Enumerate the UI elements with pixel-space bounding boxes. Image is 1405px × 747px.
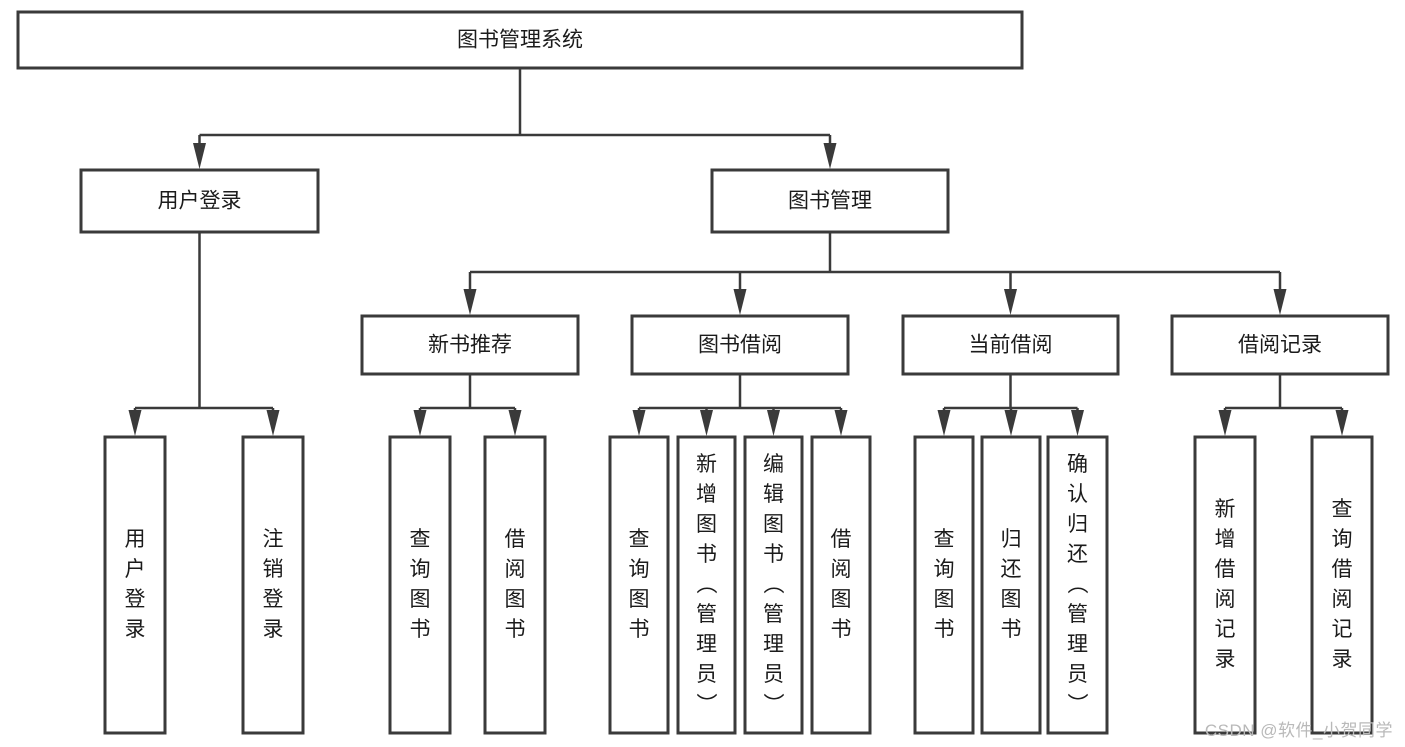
arrow-head-icon <box>1335 410 1349 436</box>
node-borrow-record[interactable]: 借阅记录 <box>1170 314 1390 376</box>
node-label-leaf-borrow-book-2: 借阅图书 <box>831 528 852 641</box>
node-box-leaf-borrow-book-1[interactable] <box>483 435 547 735</box>
node-box-leaf-user-login[interactable] <box>103 435 167 735</box>
node-leaf-add-book[interactable]: 新增图书（管理员） <box>676 435 737 735</box>
arrow-head-icon <box>733 289 747 315</box>
node-current-borrow[interactable]: 当前借阅 <box>901 314 1120 376</box>
connector-group-user-login <box>128 232 280 436</box>
node-box-book-borrow[interactable] <box>630 314 850 376</box>
connector-group-current-borrow <box>937 374 1084 436</box>
node-label-new-book-rec: 新书推荐 <box>428 334 512 357</box>
node-box-leaf-query-record[interactable] <box>1310 435 1374 735</box>
watermark: CSDN @软件_小贺同学 <box>1204 721 1393 740</box>
node-label-borrow-record: 借阅记录 <box>1238 334 1322 357</box>
node-label-leaf-borrow-book-1: 借阅图书 <box>505 528 526 641</box>
node-leaf-query-record[interactable]: 查询借阅记录 <box>1310 435 1374 735</box>
node-leaf-query-book-2[interactable]: 查询图书 <box>608 435 670 735</box>
node-box-leaf-add-book[interactable] <box>676 435 737 735</box>
node-leaf-borrow-book-2[interactable]: 借阅图书 <box>810 435 872 735</box>
node-leaf-confirm-return[interactable]: 确认归还（管理员） <box>1046 435 1109 735</box>
node-leaf-borrow-book-1[interactable]: 借阅图书 <box>483 435 547 735</box>
node-label-leaf-add-record: 新增借阅记录 <box>1215 498 1236 671</box>
node-box-leaf-query-book-3[interactable] <box>913 435 975 735</box>
node-box-current-borrow[interactable] <box>901 314 1120 376</box>
node-box-leaf-confirm-return[interactable] <box>1046 435 1109 735</box>
node-label-leaf-return-book: 归还图书 <box>1001 528 1022 641</box>
node-label-book-borrow: 图书借阅 <box>698 334 782 357</box>
node-label-leaf-add-book: 新增图书（管理员） <box>696 453 718 716</box>
node-leaf-logout[interactable]: 注销登录 <box>241 435 305 735</box>
arrow-head-icon <box>1218 410 1232 436</box>
node-box-user-login[interactable] <box>79 168 320 234</box>
node-leaf-query-book-3[interactable]: 查询图书 <box>913 435 975 735</box>
node-label-current-borrow: 当前借阅 <box>969 334 1053 357</box>
node-leaf-add-record[interactable]: 新增借阅记录 <box>1193 435 1257 735</box>
arrow-head-icon <box>767 410 780 436</box>
arrow-head-icon <box>834 410 848 436</box>
node-user-login[interactable]: 用户登录 <box>79 168 320 234</box>
node-box-leaf-edit-book[interactable] <box>743 435 804 735</box>
node-label-leaf-query-record: 查询借阅记录 <box>1332 498 1353 671</box>
node-label-root: 图书管理系统 <box>457 29 583 52</box>
node-box-leaf-logout[interactable] <box>241 435 305 735</box>
arrow-head-icon <box>632 410 646 436</box>
arrow-head-icon <box>413 410 427 436</box>
connector-group-root <box>193 68 837 169</box>
node-book-manage[interactable]: 图书管理 <box>710 168 950 234</box>
connector-group-borrow-record <box>1218 374 1349 436</box>
node-box-leaf-add-record[interactable] <box>1193 435 1257 735</box>
connector-group-book-manage <box>463 232 1287 315</box>
node-leaf-user-login[interactable]: 用户登录 <box>103 435 167 735</box>
arrow-head-icon <box>1071 410 1084 436</box>
node-leaf-edit-book[interactable]: 编辑图书（管理员） <box>743 435 804 735</box>
arrow-head-icon <box>1004 289 1017 315</box>
arrow-head-icon <box>823 143 837 169</box>
node-new-book-rec[interactable]: 新书推荐 <box>360 314 580 376</box>
node-label-leaf-query-book-3: 查询图书 <box>934 528 955 641</box>
arrow-head-icon <box>193 143 206 169</box>
node-label-leaf-confirm-return: 确认归还（管理员） <box>1067 453 1089 716</box>
node-box-leaf-query-book-1[interactable] <box>388 435 452 735</box>
node-box-leaf-borrow-book-2[interactable] <box>810 435 872 735</box>
arrow-head-icon <box>700 410 713 436</box>
node-box-leaf-return-book[interactable] <box>980 435 1042 735</box>
arrow-head-icon <box>937 410 951 436</box>
node-label-leaf-edit-book: 编辑图书（管理员） <box>763 453 785 716</box>
node-box-new-book-rec[interactable] <box>360 314 580 376</box>
node-label-leaf-query-book-1: 查询图书 <box>410 528 431 641</box>
arrow-head-icon <box>508 410 522 436</box>
arrow-head-icon <box>266 410 280 436</box>
node-label-leaf-query-book-2: 查询图书 <box>629 528 650 641</box>
connector-group-new-book-rec <box>413 374 522 436</box>
node-book-borrow[interactable]: 图书借阅 <box>630 314 850 376</box>
connector-group-book-borrow <box>632 374 848 436</box>
node-box-leaf-query-book-2[interactable] <box>608 435 670 735</box>
node-label-leaf-user-login: 用户登录 <box>125 528 146 641</box>
node-box-root[interactable] <box>16 10 1024 70</box>
arrow-head-icon <box>128 410 142 436</box>
node-leaf-return-book[interactable]: 归还图书 <box>980 435 1042 735</box>
node-root[interactable]: 图书管理系统 <box>16 10 1024 70</box>
node-label-leaf-logout: 注销登录 <box>263 528 284 641</box>
node-label-book-manage: 图书管理 <box>788 190 872 213</box>
arrow-head-icon <box>463 289 477 315</box>
node-box-book-manage[interactable] <box>710 168 950 234</box>
arrow-head-icon <box>1273 289 1287 315</box>
arrow-head-icon <box>1004 410 1018 436</box>
node-leaf-query-book-1[interactable]: 查询图书 <box>388 435 452 735</box>
node-box-borrow-record[interactable] <box>1170 314 1390 376</box>
node-label-user-login: 用户登录 <box>158 190 242 213</box>
